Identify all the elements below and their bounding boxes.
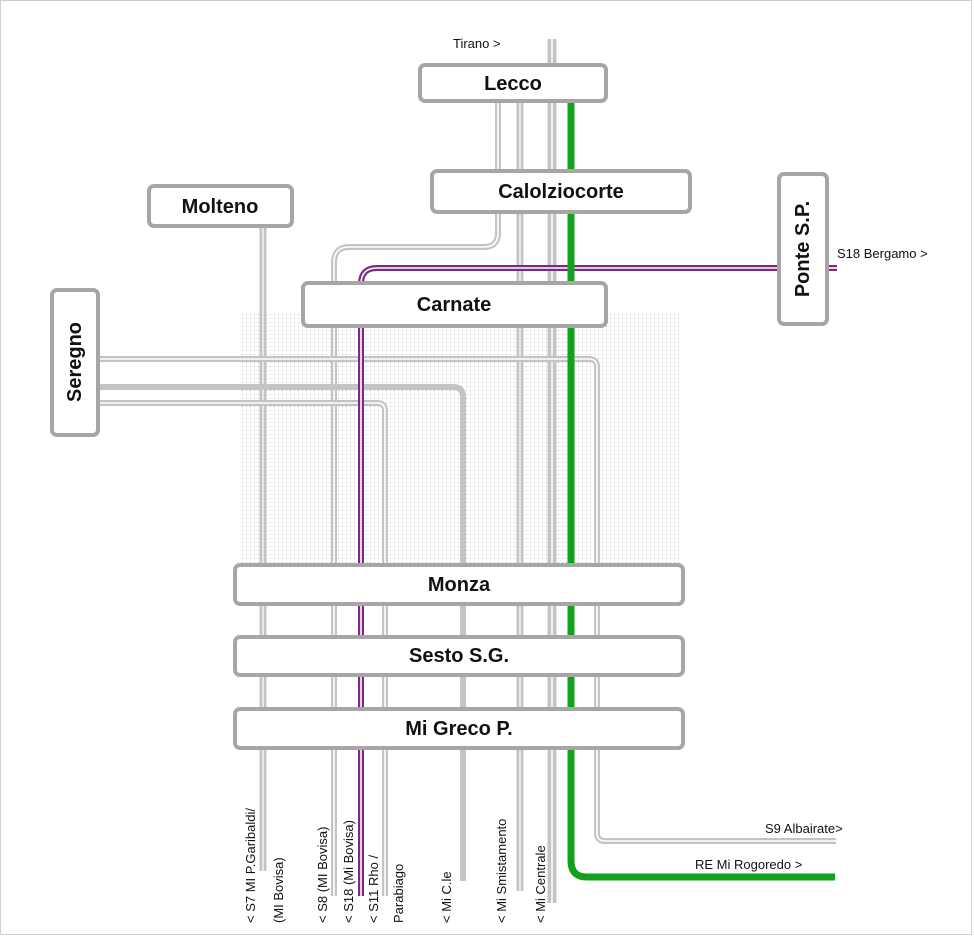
- station-calolziocorte-label: Calolziocorte: [498, 181, 624, 203]
- station-sesto[interactable]: Sesto S.G.: [233, 635, 685, 677]
- station-lecco[interactable]: Lecco: [418, 63, 608, 103]
- label-s7-line2: (MI Bovisa): [271, 857, 286, 923]
- station-seregno[interactable]: Seregno: [50, 288, 100, 437]
- track-seregno-milano-cle: [99, 384, 466, 881]
- label-s18-bergamo: S18 Bergamo >: [837, 246, 928, 261]
- label-mi-cle: < Mi C.le: [439, 871, 454, 923]
- station-monza[interactable]: Monza: [233, 563, 685, 606]
- station-sesto-label: Sesto S.G.: [409, 645, 509, 667]
- label-s11-line1: < S11 Rho /: [366, 855, 381, 923]
- label-mi-smistamento: < Mi Smistamento: [494, 819, 509, 923]
- station-carnate[interactable]: Carnate: [301, 281, 608, 328]
- label-s9-albairate: S9 Albairate>: [765, 821, 843, 836]
- station-molteno-label: Molteno: [182, 196, 259, 218]
- label-s11-line2: Parabiago: [391, 864, 406, 923]
- station-ponte-sp[interactable]: Ponte S.P.: [777, 172, 829, 326]
- track-re: [567, 83, 835, 881]
- station-ponte-sp-label: Ponte S.P.: [792, 201, 814, 297]
- label-tirano: Tirano >: [453, 36, 501, 51]
- station-mi-greco-label: Mi Greco P.: [405, 718, 512, 740]
- label-mi-centrale: < Mi Centrale: [533, 845, 548, 923]
- station-mi-greco[interactable]: Mi Greco P.: [233, 707, 685, 750]
- label-s7-line1: < S7 MI P.Garibaldi/: [243, 808, 258, 923]
- label-s8: < S8 (MI Bovisa): [315, 827, 330, 923]
- station-molteno[interactable]: Molteno: [147, 184, 294, 228]
- station-monza-label: Monza: [428, 574, 491, 596]
- station-lecco-label: Lecco: [484, 73, 542, 95]
- station-carnate-label: Carnate: [417, 294, 491, 316]
- station-seregno-label: Seregno: [64, 322, 86, 402]
- station-calolziocorte[interactable]: Calolziocorte: [430, 169, 692, 214]
- label-re-rogoredo: RE Mi Rogoredo >: [695, 857, 802, 872]
- label-s18: < S18 (Mi Bovisa): [341, 820, 356, 923]
